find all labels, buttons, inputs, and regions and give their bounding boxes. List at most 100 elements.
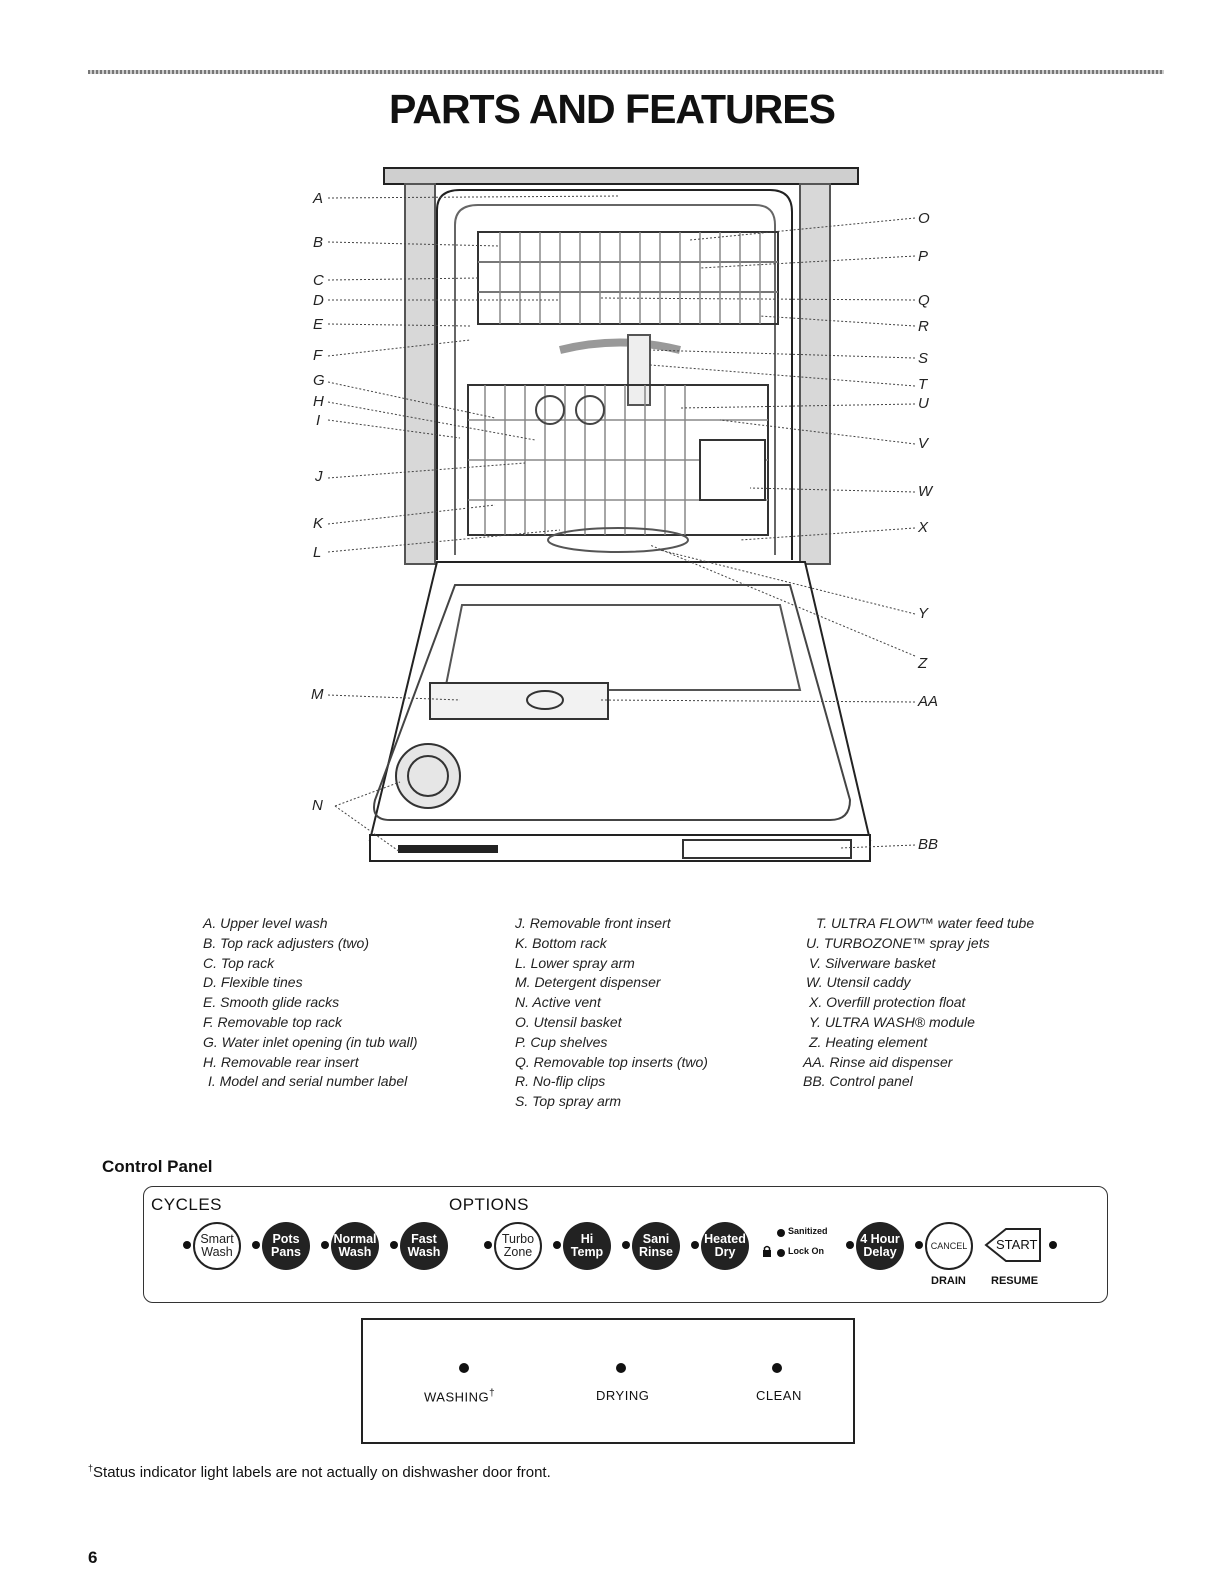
indicator-dot [915,1241,923,1249]
callout-k: K [313,515,324,532]
callout-aa: AA [918,693,939,710]
cycles-label: CYCLES [151,1195,223,1214]
callout-v: V [918,435,929,452]
page-number: 6 [88,1548,98,1567]
callout-b: B [313,234,324,251]
callout-i: I [316,412,321,429]
drain-label: DRAIN [931,1275,966,1287]
washing-light [459,1363,469,1373]
sanitized-label: Sanitized [788,1226,828,1236]
callout-t: T [918,376,928,393]
legend-item: T. ULTRA FLOW™ water feed tube [816,915,1035,931]
clean-label: CLEAN [756,1388,802,1403]
legend-item: O. Utensil basket [515,1013,622,1030]
indicator-dot [622,1241,630,1249]
legend-item: AA. Rinse aid dispenser [803,1053,953,1070]
legend-item: U. TURBOZONE™ spray jets [806,934,990,951]
dishwasher-diagram [327,167,916,862]
callout-x: X [918,519,929,536]
callout-y: Y [918,605,929,622]
start-label: START [996,1237,1038,1252]
callout-a: A [313,190,324,207]
legend-column-2: J. Removable front insert K. Bottom rack… [515,914,708,1112]
callout-p: P [918,248,929,265]
legend-item: G. Water inlet opening (in tub wall) [203,1033,418,1050]
legend-item: M. Detergent dispenser [515,974,661,991]
start-diamond-icon [984,1228,1041,1262]
legend-item: J. Removable front insert [515,915,671,931]
indicator-dot [553,1241,561,1249]
legend-item: D. Flexible tines [203,974,303,991]
callout-h: H [313,393,324,410]
callout-e: E [313,316,324,333]
legend-column-3: T. ULTRA FLOW™ water feed tube U. TURBOZ… [803,914,1034,1092]
callout-m: M [311,686,324,703]
cancel-drain-button[interactable]: CANCEL [925,1222,973,1270]
legend-item: X. Overfill protection float [809,994,966,1011]
legend-item: H. Removable rear insert [203,1053,359,1070]
control-panel-heading: Control Panel [102,1157,213,1176]
callout-z: Z [918,655,928,672]
callout-g: G [313,372,325,389]
legend-item: R. No-flip clips [515,1073,606,1090]
clean-light [772,1363,782,1373]
legend-item: K. Bottom rack [515,934,607,951]
callout-n: N [312,797,323,814]
legend-item: P. Cup shelves [515,1033,608,1050]
lock-on-indicator [777,1249,785,1257]
indicator-dot [252,1241,260,1249]
legend-item: Y. ULTRA WASH® module [809,1013,975,1030]
callout-u: U [918,395,929,412]
footnote: †Status indicator light labels are not a… [88,1463,551,1481]
callout-r: R [918,318,929,335]
indicator-dot [846,1241,854,1249]
status-lights-panel [361,1318,855,1444]
legend-item: I. Model and serial number label [208,1073,408,1090]
indicator-dot [390,1241,398,1249]
callout-c: C [313,272,324,289]
legend-item: F. Removable top rack [203,1013,343,1030]
callout-q: Q [918,292,930,309]
legend-item: BB. Control panel [803,1073,913,1090]
drying-label: DRYING [596,1388,650,1403]
legend-item: Q. Removable top inserts (two) [515,1053,708,1070]
page-title: PARTS AND FEATURES [389,86,836,132]
callout-bb: BB [918,836,939,853]
options-label: OPTIONS [449,1195,530,1214]
legend-item: E. Smooth glide racks [203,994,340,1011]
lock-icon [763,1245,771,1257]
washing-label: WASHING† [424,1388,496,1405]
indicator-dot [321,1241,329,1249]
legend-item: S. Top spray arm [515,1093,622,1110]
callout-w: W [918,483,933,500]
callout-j: J [315,468,323,485]
callout-s: S [918,350,929,367]
top-dotted-rule [88,70,1164,74]
sanitized-indicator [777,1229,785,1237]
legend-item: N. Active vent [515,994,601,1011]
resume-label: RESUME [991,1275,1039,1287]
legend-item: Z. Heating element [809,1033,928,1050]
indicator-dot [183,1241,191,1249]
control-panel [143,1186,1108,1303]
legend-item: V. Silverware basket [809,954,936,971]
legend-item: A. Upper level wash [203,915,328,931]
legend-item: L. Lower spray arm [515,954,635,971]
drying-light [616,1363,626,1373]
legend-item: B. Top rack adjusters (two) [203,934,369,951]
lock-on-label: Lock On [788,1246,825,1256]
start-resume-button[interactable]: START [984,1226,1046,1264]
legend-column-1: A. Upper level wash B. Top rack adjuster… [203,914,418,1092]
indicator-dot [1049,1241,1057,1249]
callout-d: D [313,292,324,309]
callout-o: O [918,210,930,227]
